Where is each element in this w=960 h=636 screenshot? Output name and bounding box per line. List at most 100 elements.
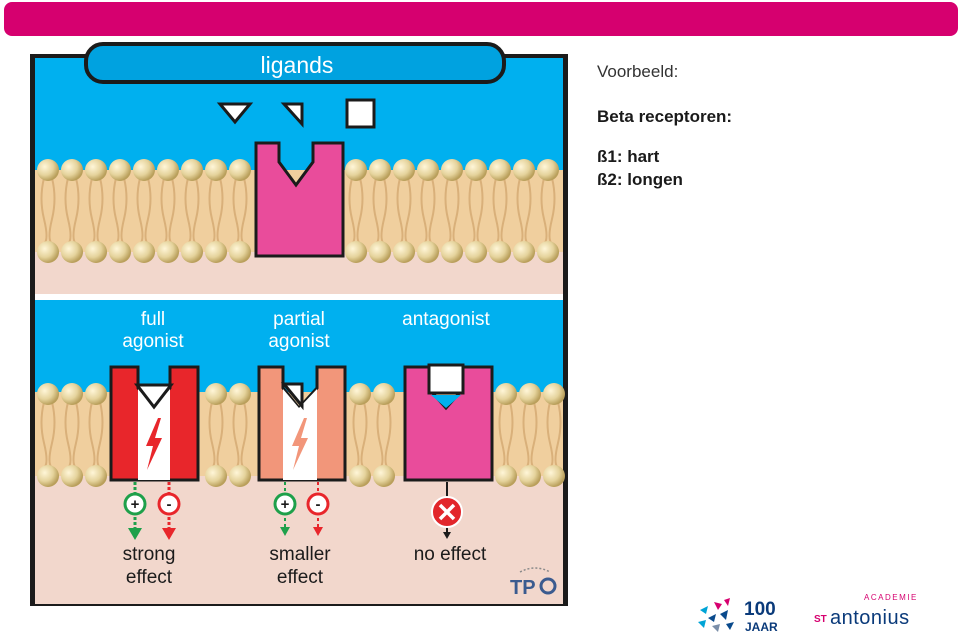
lipid-tail bbox=[468, 177, 476, 245]
minus-sign: - bbox=[167, 496, 172, 513]
lipid-tail bbox=[554, 401, 562, 469]
lipid-head bbox=[373, 383, 395, 405]
plus-sign: + bbox=[281, 496, 290, 513]
lipid-head bbox=[157, 241, 179, 263]
lipid-head bbox=[85, 383, 107, 405]
smaller-effect-label-line1: smaller bbox=[269, 544, 331, 565]
lipid-head bbox=[345, 159, 367, 181]
lipid-tail bbox=[88, 401, 96, 469]
full-agonist-effects: + - bbox=[123, 482, 181, 540]
tpc-corner-logo: TP bbox=[505, 567, 557, 599]
lipid-tail bbox=[376, 401, 384, 469]
lipid-head bbox=[519, 383, 541, 405]
lipid-head bbox=[513, 159, 535, 181]
receptor bbox=[254, 141, 345, 258]
lipid-tail bbox=[72, 401, 80, 469]
lipid-head bbox=[345, 241, 367, 263]
lipid-tail bbox=[396, 177, 404, 245]
lipid-head bbox=[373, 465, 395, 487]
lipid-head bbox=[465, 159, 487, 181]
full-agonist-label-line1: full bbox=[141, 309, 165, 330]
lipid-head bbox=[85, 159, 107, 181]
side-panel: Voorbeeld: Beta receptoren: ß1: hart ß2:… bbox=[597, 62, 732, 191]
lipid-head bbox=[393, 241, 415, 263]
lipid-head bbox=[489, 159, 511, 181]
lipid-head bbox=[205, 383, 227, 405]
lipid-tail bbox=[216, 177, 224, 245]
lipid-head bbox=[417, 159, 439, 181]
lipid-head bbox=[229, 383, 251, 405]
lipid-tail bbox=[498, 401, 506, 469]
lipid-tail bbox=[356, 177, 364, 245]
plus-sign: + bbox=[131, 496, 140, 513]
lipid-tail bbox=[208, 401, 216, 469]
lipid-tail bbox=[72, 177, 80, 245]
lipid-tail bbox=[546, 401, 554, 469]
no-effect-label: no effect bbox=[414, 544, 487, 565]
lipid-head bbox=[181, 159, 203, 181]
lipid-tail bbox=[240, 401, 248, 469]
lipid-head bbox=[369, 159, 391, 181]
lipid-head bbox=[513, 241, 535, 263]
lipid-head bbox=[205, 465, 227, 487]
lipid-head bbox=[393, 159, 415, 181]
lipid-head bbox=[349, 465, 371, 487]
lipid-head bbox=[495, 383, 517, 405]
lipid-tail bbox=[492, 177, 500, 245]
lipid-head bbox=[133, 241, 155, 263]
ligands-banner bbox=[84, 42, 506, 84]
lipid-tail bbox=[48, 401, 56, 469]
partial-agonist-label-line2: agonist bbox=[268, 331, 330, 352]
antagonist-ligand bbox=[345, 98, 376, 129]
lipid-tail bbox=[548, 177, 556, 245]
lipid-tail bbox=[506, 401, 514, 469]
partial-agonist-effects: + - bbox=[273, 482, 330, 536]
lipid-head bbox=[229, 465, 251, 487]
academy-small-label: ACADEMIE bbox=[864, 593, 918, 602]
academy-name: antonius bbox=[830, 607, 910, 629]
ornament-icon bbox=[698, 598, 734, 632]
panel-divider bbox=[35, 294, 563, 300]
lipid-tail bbox=[96, 401, 104, 469]
lipid-head bbox=[495, 465, 517, 487]
lipid-tail bbox=[452, 177, 460, 245]
partial-agonist-ligand bbox=[280, 102, 304, 128]
lipid-tail bbox=[168, 177, 176, 245]
lipid-tail bbox=[444, 177, 452, 245]
anniversary-number: 100 bbox=[744, 599, 776, 620]
lipid-head bbox=[109, 241, 131, 263]
full-agonist-lightning-icon bbox=[146, 418, 162, 470]
lipid-tail bbox=[530, 401, 538, 469]
lipid-head bbox=[543, 465, 565, 487]
lipid-tail bbox=[40, 401, 48, 469]
beta2-line: ß2: longen bbox=[597, 170, 683, 189]
lipid-tail bbox=[144, 177, 152, 245]
lipid-head bbox=[441, 241, 463, 263]
smaller-effect-label-line2: effect bbox=[277, 567, 324, 588]
academy-logo: ACADEMIE ST antonius bbox=[814, 593, 918, 629]
phospholipid-row bbox=[37, 159, 559, 263]
lipid-tail bbox=[192, 177, 200, 245]
lipid-tail bbox=[380, 177, 388, 245]
lipid-head bbox=[417, 241, 439, 263]
lipid-tail bbox=[48, 177, 56, 245]
anniversary-logo: 100 JAAR bbox=[698, 598, 778, 634]
lipid-tail bbox=[160, 177, 168, 245]
lipid-tail bbox=[232, 177, 240, 245]
lipid-tail bbox=[64, 401, 72, 469]
lipid-tail bbox=[96, 177, 104, 245]
lipid-head bbox=[61, 159, 83, 181]
beta1-line: ß1: hart bbox=[597, 147, 660, 166]
lipid-head bbox=[519, 465, 541, 487]
lipid-head bbox=[229, 241, 251, 263]
ligands-label: ligands bbox=[261, 52, 334, 78]
lipid-head bbox=[349, 383, 371, 405]
lipid-head bbox=[133, 159, 155, 181]
academy-st: ST bbox=[814, 614, 827, 625]
lipid-tail bbox=[352, 401, 360, 469]
lipid-tail bbox=[120, 177, 128, 245]
bottom-panel: full agonist partial agonist antagonist bbox=[35, 300, 565, 604]
lipid-tail bbox=[64, 177, 72, 245]
minus-icon bbox=[157, 492, 181, 516]
